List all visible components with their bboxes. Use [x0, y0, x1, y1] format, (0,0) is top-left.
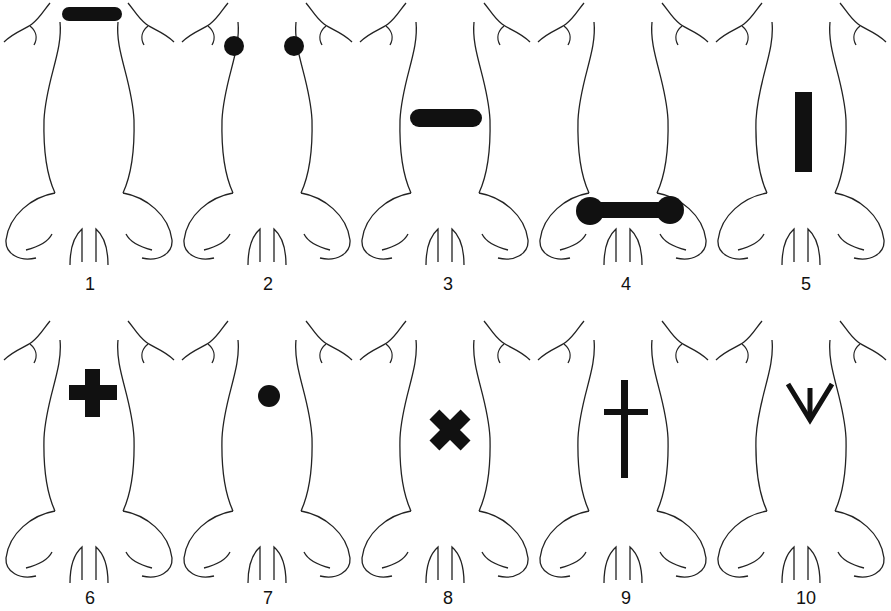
panel-number: 2 — [263, 275, 273, 293]
panel-number: 3 — [443, 275, 453, 293]
panel-number: 8 — [443, 589, 453, 607]
panel-number: 5 — [801, 275, 811, 293]
panel-number: 10 — [796, 589, 816, 607]
panel-number: 1 — [85, 275, 95, 293]
panel-number: 7 — [263, 589, 273, 607]
panel-number: 6 — [85, 589, 95, 607]
panel-number: 4 — [621, 275, 631, 293]
panel-number: 9 — [621, 589, 631, 607]
